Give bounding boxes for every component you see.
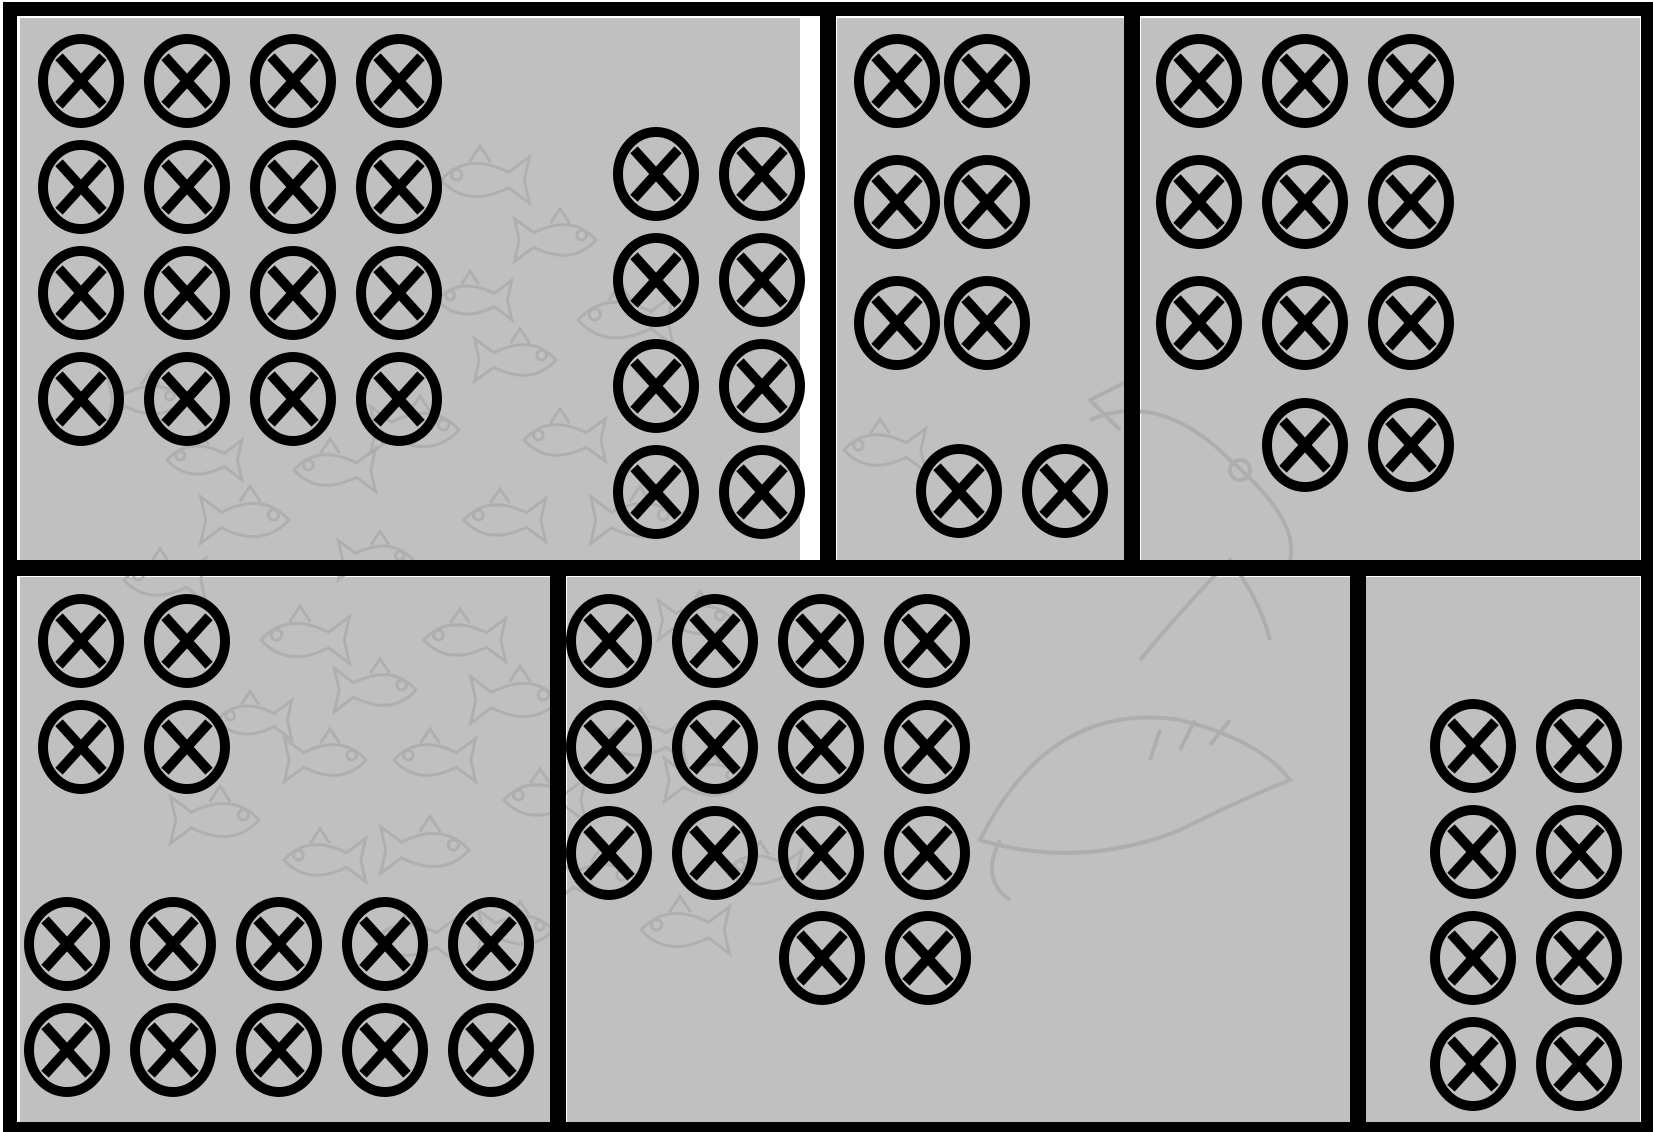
diagram-canvas (0, 0, 1653, 1132)
